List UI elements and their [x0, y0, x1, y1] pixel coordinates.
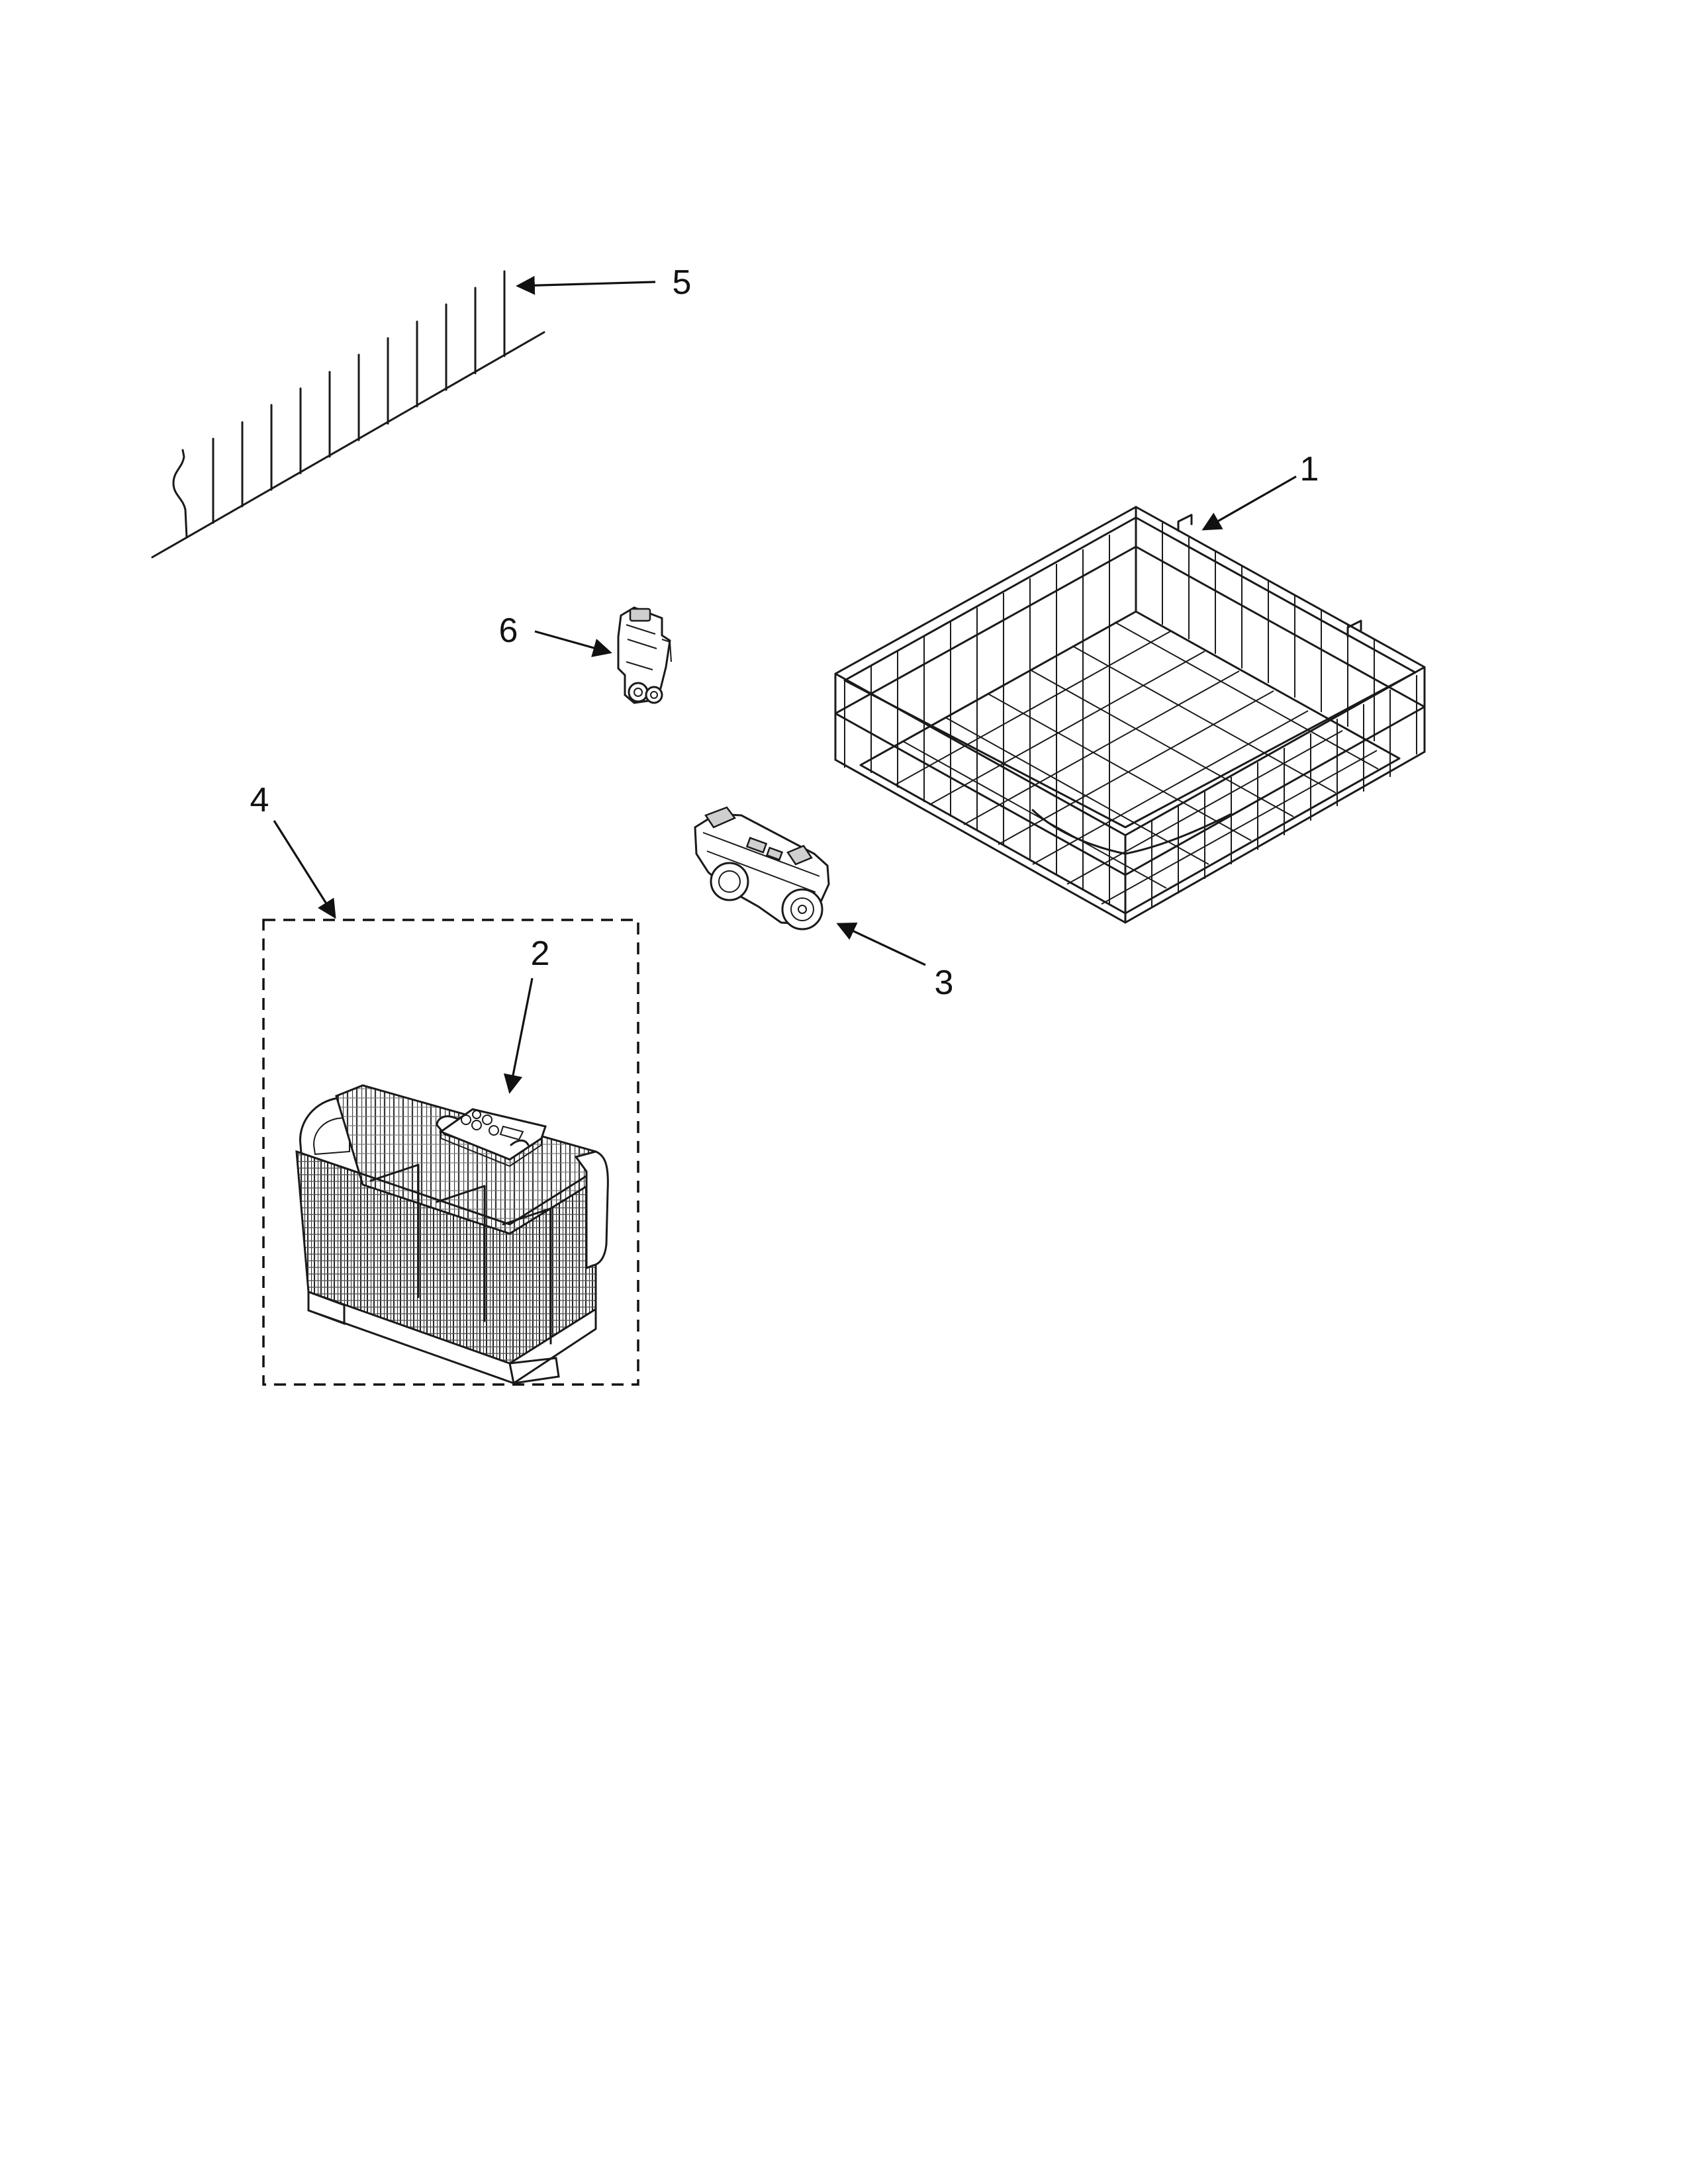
basket-lid-clip-icon [438, 1108, 547, 1167]
leader-3 [836, 922, 926, 966]
callout-4: 4 [250, 781, 269, 819]
leader-2 [503, 978, 534, 1094]
silverware-basket-icon [295, 1084, 609, 1385]
leader-1 [1201, 475, 1297, 531]
leader-6 [534, 630, 612, 657]
leader-4 [273, 820, 336, 919]
silverware-basket-kit-icon [262, 919, 639, 1386]
rack-adjuster-clip-icon [617, 606, 672, 704]
callout-3: 3 [935, 964, 954, 1002]
callout-5: 5 [673, 263, 692, 302]
callout-labels: 5 1 6 4 2 3 [250, 263, 1319, 1002]
callout-6: 6 [499, 612, 518, 650]
dishrack-wire-basket-icon [834, 506, 1426, 924]
callout-1: 1 [1300, 450, 1319, 488]
leader-5 [516, 275, 656, 295]
rack-roller-wheel-assembly-icon [694, 806, 830, 931]
tine-row-icon [151, 270, 545, 559]
callout-2: 2 [531, 934, 550, 973]
leader-lines [273, 275, 1297, 1094]
